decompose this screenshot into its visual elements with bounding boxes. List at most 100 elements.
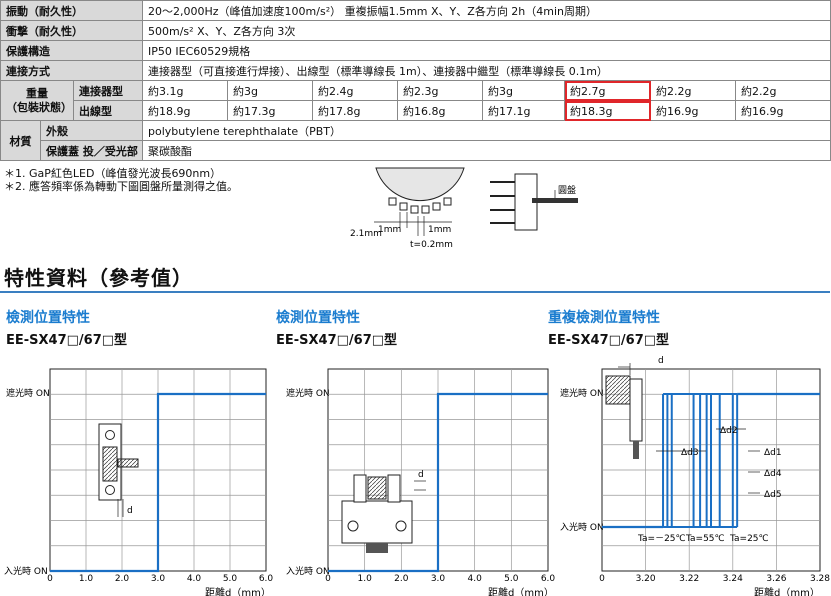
- material-cover-label: 保護蓋 投／受光部: [39, 140, 144, 161]
- panel-1-title: 檢測位置特性: [6, 310, 90, 326]
- weight-label: 重量 （包裝狀態）: [0, 80, 74, 121]
- sensor-arm: [387, 474, 401, 503]
- x-tick-label: 5.0: [223, 574, 238, 584]
- disk-label: 圓盤: [558, 184, 576, 196]
- delta-label-d5: Δd5: [764, 490, 782, 500]
- x-axis-label: 距離d（mm）: [488, 586, 554, 596]
- x-tick-label: 1.0: [79, 574, 94, 584]
- x-axis-label: 距離d（mm）: [754, 586, 820, 596]
- weight-cell: 約17.3g: [227, 100, 314, 121]
- dim-label-1b: 1mm: [428, 225, 451, 235]
- panel-1-model: EE-SX47□/67□型: [6, 333, 128, 348]
- mount-hole: [347, 520, 359, 532]
- material-label: 材質: [0, 120, 41, 161]
- dim-label-1a: 1mm: [378, 225, 401, 235]
- delta-label-d4: Δd4: [764, 469, 782, 479]
- weight-cell: 約16.9g: [650, 100, 737, 121]
- spec-value: 20～2,000Hz（峰值加速度100m/s²） 重複振幅1.5mm X、Y、Z…: [142, 0, 831, 21]
- x-tick-label: 6.0: [541, 574, 556, 584]
- weight-cell-highlighted: 約18.3g: [564, 100, 652, 121]
- temp-label: Ta=25℃: [729, 534, 769, 544]
- heading-rule: [0, 291, 830, 293]
- shield-block: [605, 375, 631, 405]
- x-tick-label: 4.0: [187, 574, 202, 584]
- weight-cell: 約17.8g: [312, 100, 399, 121]
- y-label-on: 遮光時 ON: [286, 387, 330, 399]
- x-tick-label: 5.0: [504, 574, 519, 584]
- spec-table: 振動（耐久性） 20～2,000Hz（峰值加速度100m/s²） 重複振幅1.5…: [0, 0, 831, 161]
- x-tick-label: 6.0: [259, 574, 274, 584]
- panel-2-model: EE-SX47□/67□型: [276, 333, 398, 348]
- x-tick-label: 3.28: [810, 574, 830, 584]
- weight-connector-label: 連接器型: [72, 80, 144, 101]
- page-heading: 特性資料（參考值）: [4, 266, 193, 290]
- weight-cell-highlighted: 約2.7g: [564, 80, 652, 101]
- weight-cell: 約16.8g: [397, 100, 484, 121]
- shield-plate: [367, 476, 387, 500]
- spec-row-weight-cable: 出線型 約18.9g 約17.3g 約17.8g 約16.8g 約17.1g 約…: [1, 100, 831, 121]
- disk-slot: [432, 202, 441, 211]
- disk-outline: [375, 167, 465, 201]
- dim-label-left: 2.1mm: [350, 229, 382, 239]
- weight-label-sub: （包裝狀態）: [6, 100, 72, 114]
- y-label-off: 入光時 ON: [4, 565, 48, 577]
- weight-cell: 約3g: [227, 80, 314, 101]
- delta-label-d2: Δd2: [720, 426, 738, 436]
- y-label-on: 遮光時 ON: [560, 387, 604, 399]
- weight-cell: 約18.9g: [142, 100, 229, 121]
- spec-row-connection: 連接方式 連接器型（可直接進行焊接）、出線型（標準導線長 1m）、連接器中繼型（…: [0, 60, 831, 81]
- x-tick-label: 3.0: [151, 574, 166, 584]
- spec-row-material-cover: 保護蓋 投／受光部 聚碳酸酯: [1, 140, 831, 161]
- weight-cell: 約16.9g: [735, 100, 831, 121]
- x-tick-label: 4.0: [468, 574, 483, 584]
- dim-d: d: [127, 506, 133, 516]
- disk-slot: [443, 197, 452, 206]
- x-tick-label: 3.26: [766, 574, 786, 584]
- panel-3-title: 重複檢測位置特性: [548, 310, 660, 326]
- response-line: [328, 392, 548, 573]
- footnote-1: ＊1. GaP紅色LED（峰值發光波長690nm）: [4, 167, 222, 180]
- x-tick-label: 0: [599, 574, 605, 584]
- x-tick-label: 0: [47, 574, 53, 584]
- weight-cell: 約2.2g: [735, 80, 831, 101]
- material-case-value: polybutylene terephthalate（PBT）: [142, 120, 831, 141]
- weight-cable-label: 出線型: [72, 100, 144, 121]
- spec-value: 500m/s² X、Y、Z各方向 3次: [142, 20, 831, 41]
- spec-row-vibration: 振動（耐久性） 20～2,000Hz（峰值加速度100m/s²） 重複振幅1.5…: [0, 0, 831, 21]
- mount-hole: [105, 430, 115, 440]
- weight-cell: 約2.2g: [650, 80, 737, 101]
- panel-3-model: EE-SX47□/67□型: [548, 333, 670, 348]
- sensor-slot-pattern: [102, 446, 118, 482]
- delta-label-d3: Δd3: [681, 448, 699, 458]
- weight-cell: 約17.1g: [482, 100, 566, 121]
- connector-pins: [366, 543, 388, 553]
- x-tick-label: 3.20: [636, 574, 656, 584]
- shield-plate: [117, 458, 139, 468]
- spec-value: IP50 IEC60529規格: [142, 40, 831, 61]
- disk-edge: [532, 198, 578, 203]
- dim-d: d: [418, 470, 424, 480]
- weight-cell: 約2.3g: [397, 80, 484, 101]
- disk-slot: [410, 205, 419, 214]
- spec-label: 衝撃（耐久性）: [0, 20, 144, 41]
- weight-cell: 約3.1g: [142, 80, 229, 101]
- disk-diagram: 2.1mm 1mm 1mm t=0.2mm 圓盤: [350, 167, 578, 250]
- disk-slot: [421, 205, 430, 214]
- y-label-on: 遮光時 ON: [6, 387, 50, 399]
- x-tick-label: 3.22: [679, 574, 699, 584]
- x-tick-label: 2.0: [394, 574, 409, 584]
- mount-hole: [395, 520, 407, 532]
- spec-label: 連接方式: [0, 60, 144, 81]
- disk-slot: [388, 197, 397, 206]
- spec-value: 連接器型（可直接進行焊接）、出線型（標準導線長 1m）、連接器中繼型（標準導線長…: [142, 60, 831, 81]
- temp-label: Ta=55℃: [685, 534, 725, 544]
- material-cover-value: 聚碳酸酯: [142, 140, 831, 161]
- x-tick-label: 1.0: [358, 574, 373, 584]
- y-label-off: 入光時 ON: [560, 521, 604, 533]
- spec-row-material-case: 材質 外殼 polybutylene terephthalate（PBT）: [0, 120, 831, 161]
- panel-2-title: 檢測位置特性: [276, 310, 360, 326]
- spec-row-weight-connector: 重量 （包裝狀態） 連接器型 約3.1g 約3g 約2.4g 約2.3g 約3g…: [0, 80, 831, 121]
